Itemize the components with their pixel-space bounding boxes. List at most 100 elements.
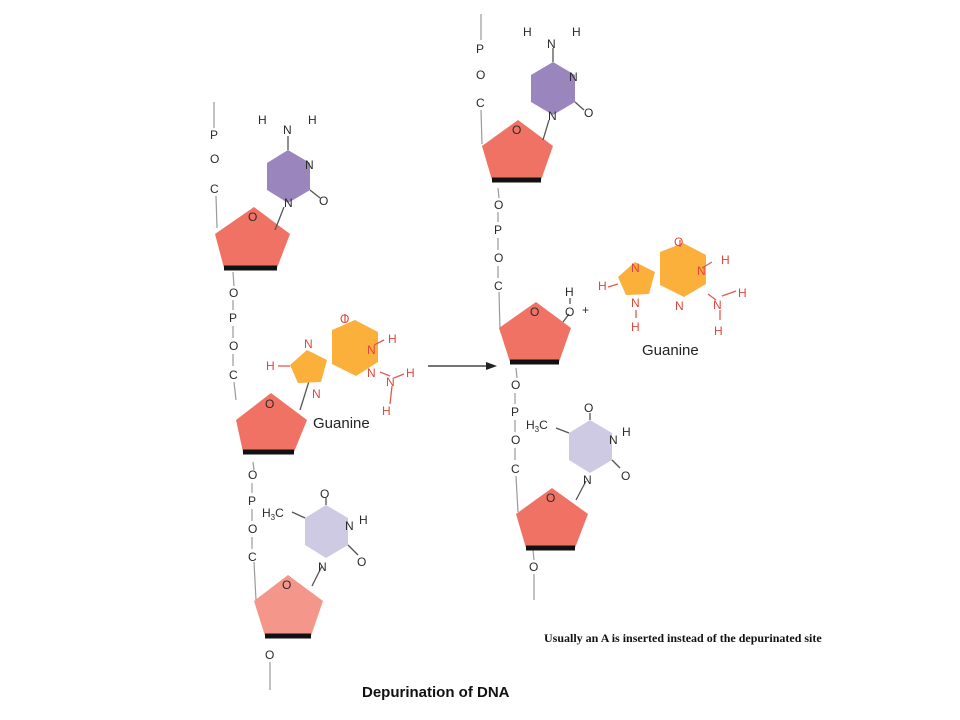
atom-n: N: [318, 560, 327, 574]
atom-o: O: [584, 106, 593, 120]
atom-h: H: [598, 279, 607, 293]
atom-o: O: [494, 198, 503, 212]
atom-o: O: [546, 491, 555, 505]
atom-n: N: [569, 70, 578, 84]
guanine-base: [618, 262, 655, 295]
atom-o: O: [248, 468, 257, 482]
guanine-base: [332, 320, 378, 376]
deoxyribose-sugar: [482, 120, 553, 180]
atom-h: H: [738, 286, 747, 300]
atom-c: C: [229, 368, 238, 382]
methyl-group: H3C: [262, 506, 284, 522]
atom-o: O: [265, 648, 274, 662]
atom-o: O: [229, 339, 238, 353]
atom-o: O: [511, 433, 520, 447]
cytosine-base: [267, 150, 310, 203]
deoxyribose-sugar: [499, 302, 571, 362]
reaction-arrow: [428, 362, 497, 370]
left-strand: P O C O H N H N N O O P O C O: [210, 102, 415, 690]
atom-n: N: [548, 109, 557, 123]
atom-h: H: [308, 113, 317, 127]
atom-o: O: [282, 578, 291, 592]
atom-o: O: [265, 397, 274, 411]
atom-o: O: [357, 555, 366, 569]
atom-p: P: [248, 494, 256, 508]
thymine-base: [305, 505, 348, 558]
deoxyribose-sugar: [254, 575, 323, 636]
atom-n: N: [609, 433, 618, 447]
atom-o: O: [210, 152, 219, 166]
atom-o: O: [511, 378, 520, 392]
atom-h: H: [565, 285, 574, 299]
atom-c: C: [494, 279, 503, 293]
plus-sign: +: [582, 303, 589, 317]
guanine-base: [290, 350, 327, 383]
guanine-label: Guanine: [313, 415, 370, 432]
atom-c: C: [248, 550, 257, 564]
atom-o: O: [476, 68, 485, 82]
atom-n: N: [631, 296, 640, 310]
atom-h: H: [523, 25, 532, 39]
atom-h: H: [572, 25, 581, 39]
atom-n: N: [631, 261, 640, 275]
atom-o: O: [512, 123, 521, 137]
atom-h: H: [388, 332, 397, 346]
atom-o: O: [565, 305, 574, 319]
atom-h: H: [406, 366, 415, 380]
atom-o: O: [674, 235, 683, 249]
atom-n: N: [345, 519, 354, 533]
atom-n: N: [675, 299, 684, 313]
atom-o: O: [248, 210, 257, 224]
atom-h: H: [714, 324, 723, 338]
atom-n: N: [367, 343, 376, 357]
atom-c: C: [476, 96, 485, 110]
atom-n: N: [713, 298, 722, 312]
atom-n: N: [283, 123, 292, 137]
atom-h: H: [382, 404, 391, 418]
deoxyribose-sugar: [236, 393, 307, 452]
depurination-note: Usually an A is inserted instead of the …: [544, 631, 822, 645]
atom-p: P: [229, 311, 237, 325]
guanine-base: [660, 243, 706, 297]
atom-p: P: [476, 42, 484, 56]
atom-n: N: [312, 387, 321, 401]
atom-h: H: [359, 513, 368, 527]
atom-n: N: [284, 196, 293, 210]
methyl-group: H3C: [526, 418, 548, 434]
atom-c: C: [511, 462, 520, 476]
atom-c: C: [210, 182, 219, 196]
atom-o: O: [340, 312, 349, 326]
atom-p: P: [494, 223, 502, 237]
right-strand: P O C O H N H N N O O P O C O H O +: [476, 14, 747, 600]
atom-o: O: [621, 469, 630, 483]
atom-o: O: [248, 522, 257, 536]
atom-n: N: [547, 37, 556, 51]
cytosine-base: [531, 62, 575, 115]
deoxyribose-sugar: [516, 488, 588, 548]
atom-o: O: [494, 251, 503, 265]
atom-n: N: [583, 473, 592, 487]
atom-h: H: [631, 320, 640, 334]
atom-p: P: [511, 405, 519, 419]
atom-o: O: [320, 487, 329, 501]
atom-n: N: [386, 375, 395, 389]
deoxyribose-sugar: [215, 207, 290, 268]
atom-h: H: [622, 425, 631, 439]
atom-h: H: [266, 359, 275, 373]
atom-h: H: [721, 253, 730, 267]
atom-o: O: [529, 560, 538, 574]
figure-title: Depurination of DNA: [362, 684, 510, 701]
atom-n: N: [304, 337, 313, 351]
atom-o: O: [530, 305, 539, 319]
atom-o: O: [229, 286, 238, 300]
atom-n: N: [697, 264, 706, 278]
atom-o: O: [584, 401, 593, 415]
thymine-base: [569, 420, 612, 473]
guanine-label: Guanine: [642, 342, 699, 359]
atom-n: N: [367, 366, 376, 380]
atom-o: O: [319, 194, 328, 208]
atom-p: P: [210, 128, 218, 142]
atom-n: N: [305, 158, 314, 172]
atom-h: H: [258, 113, 267, 127]
